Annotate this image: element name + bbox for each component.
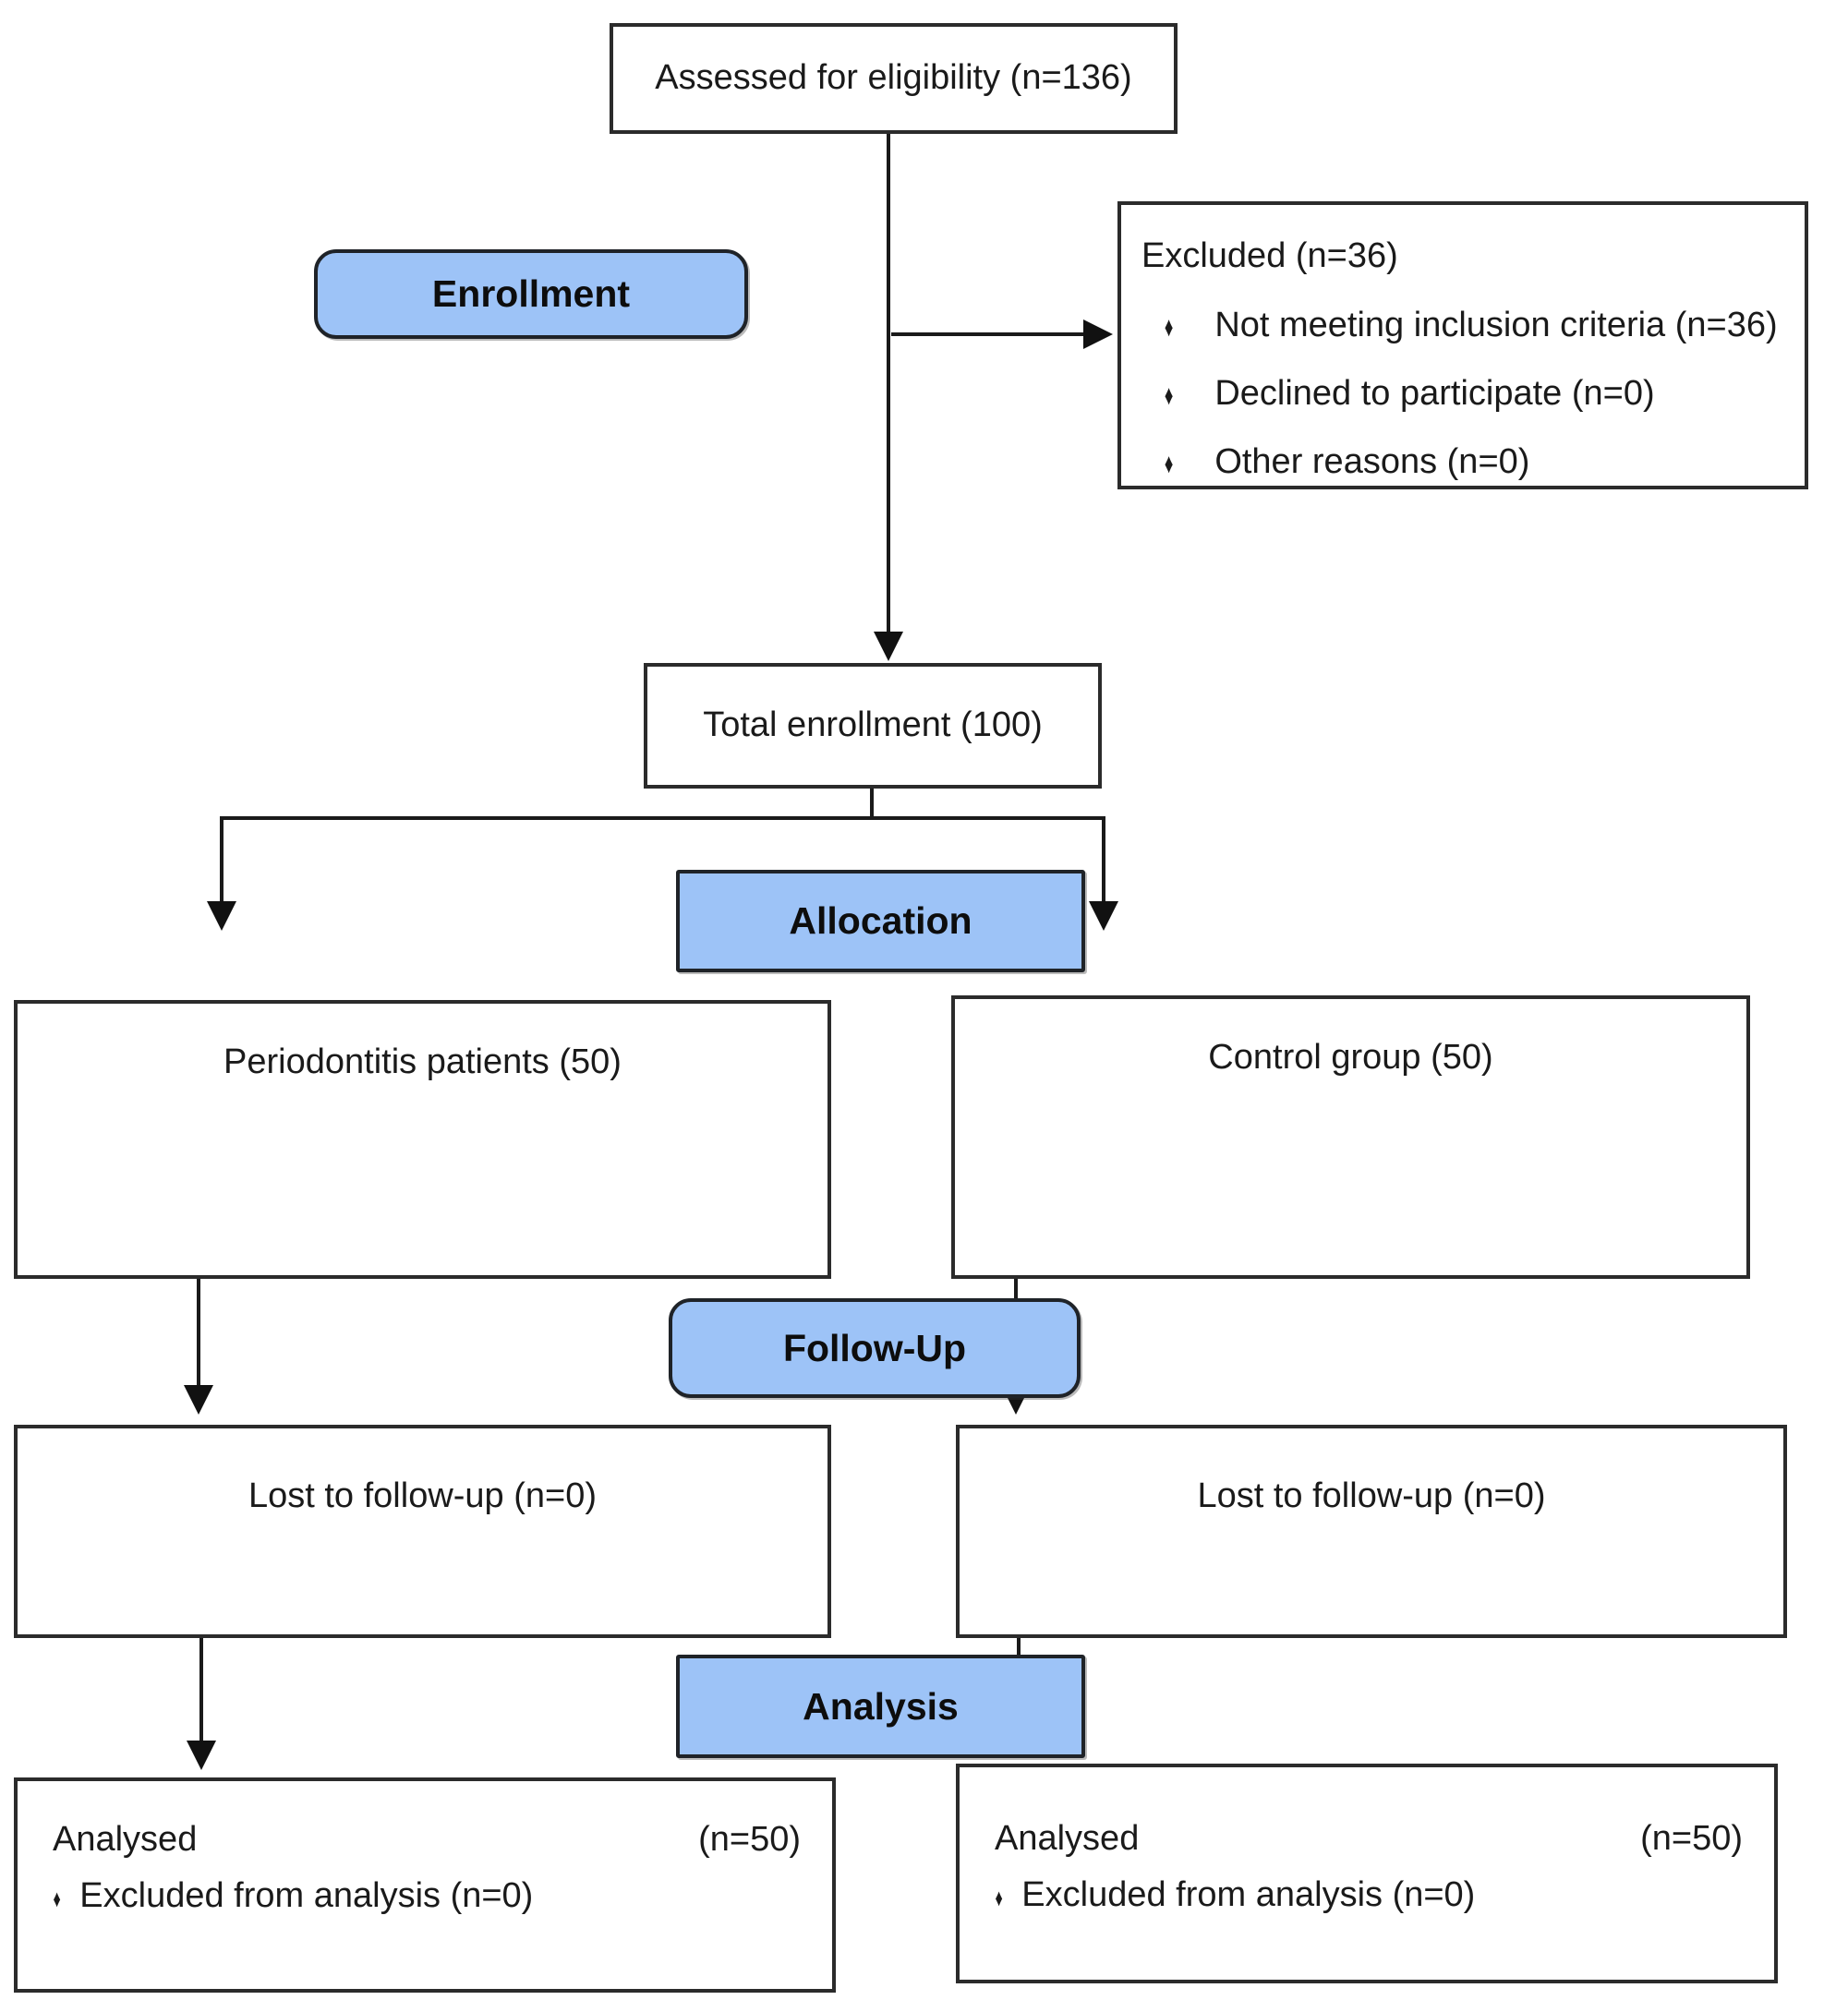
arrowhead-into-periodontitis (207, 901, 236, 931)
arrowhead-into-total-enrollment (874, 632, 903, 661)
diamond-bullet-icon: ♦ (1164, 448, 1174, 479)
total-enrollment-box: Total enrollment (100) (644, 663, 1102, 789)
lost-followup-left-label: Lost to follow-up (n=0) (248, 1476, 598, 1515)
analysed-right-box: Analysed (n=50) ♦ Excluded from analysis… (956, 1764, 1778, 1983)
analysed-right-count: (n=50) (1640, 1819, 1743, 1858)
excluded-box: Excluded (n=36) ♦ Not meeting inclusion … (1117, 201, 1808, 489)
stage-allocation-label: Allocation (789, 899, 972, 942)
diamond-bullet-icon: ♦ (53, 1884, 61, 1912)
connector-lost-to-analysed-left (199, 1638, 203, 1741)
control-group-box: Control group (50) (951, 995, 1750, 1279)
analysed-right-exclusion-text: Excluded from analysis (n=0) (1021, 1874, 1476, 1914)
connector-split-horizontal (222, 816, 1105, 820)
lost-followup-right-box: Lost to follow-up (n=0) (956, 1425, 1787, 1638)
analysed-right-row: Analysed (n=50) (960, 1819, 1774, 1860)
excluded-content: Excluded (n=36) ♦ Not meeting inclusion … (1121, 205, 1805, 485)
analysed-left-label: Analysed (53, 1820, 198, 1859)
stage-banner-followup: Follow-Up (669, 1298, 1081, 1398)
stage-banner-analysis: Analysis (676, 1655, 1085, 1758)
analysed-right-label: Analysed (995, 1819, 1140, 1858)
connector-to-excluded (891, 332, 1085, 336)
excluded-reason-item: ♦ Declined to participate (n=0) (1162, 373, 1788, 416)
diamond-bullet-icon: ♦ (1164, 380, 1174, 411)
analysed-left-count: (n=50) (698, 1820, 801, 1859)
lost-followup-left-box: Lost to follow-up (n=0) (14, 1425, 831, 1638)
periodontitis-group-label: Periodontitis patients (50) (223, 1042, 622, 1081)
arrowhead-into-control (1089, 901, 1118, 931)
excluded-title: Excluded (n=36) (1141, 236, 1398, 275)
control-group-label: Control group (50) (1208, 1038, 1493, 1077)
total-enrollment-label: Total enrollment (100) (703, 705, 1043, 745)
excluded-reason-list: ♦ Not meeting inclusion criteria (n=36) … (1141, 305, 1788, 485)
analysed-left-exclusion: ♦ Excluded from analysis (n=0) (18, 1875, 832, 1919)
stage-banner-enrollment: Enrollment (314, 249, 748, 339)
analysed-right-exclusion: ♦ Excluded from analysis (n=0) (960, 1874, 1774, 1918)
stage-followup-label: Follow-Up (782, 1326, 967, 1369)
excluded-reason-text: Not meeting inclusion criteria (n=36) (1214, 305, 1778, 344)
periodontitis-group-box: Periodontitis patients (50) (14, 1000, 831, 1279)
excluded-reason-text: Other reasons (n=0) (1214, 441, 1530, 481)
lost-followup-right-label: Lost to follow-up (n=0) (1197, 1476, 1546, 1515)
stage-analysis-label: Analysis (803, 1684, 959, 1728)
connector-split-right (1102, 816, 1105, 901)
excluded-reason-item: ♦ Other reasons (n=0) (1162, 441, 1788, 485)
analysed-left-exclusion-text: Excluded from analysis (n=0) (79, 1875, 534, 1915)
excluded-reason-text: Declined to participate (n=0) (1214, 373, 1655, 413)
analysed-left-box: Analysed (n=50) ♦ Excluded from analysis… (14, 1777, 836, 1993)
excluded-reason-item: ♦ Not meeting inclusion criteria (n=36) (1162, 305, 1788, 348)
assessed-eligibility-label: Assessed for eligibility (n=136) (655, 58, 1132, 98)
diamond-bullet-icon: ♦ (1164, 311, 1174, 343)
assessed-eligibility-box: Assessed for eligibility (n=136) (610, 23, 1178, 134)
analysed-left-row: Analysed (n=50) (18, 1820, 832, 1861)
connector-total-stub (870, 789, 874, 818)
connector-assessed-to-total (887, 134, 890, 632)
connector-split-left (220, 816, 223, 901)
connector-periodontitis-to-lost (197, 1279, 200, 1385)
stage-enrollment-label: Enrollment (431, 272, 631, 315)
arrowhead-into-lost-left (184, 1385, 213, 1415)
stage-banner-allocation: Allocation (676, 870, 1085, 972)
diamond-bullet-icon: ♦ (995, 1883, 1003, 1911)
arrowhead-into-excluded (1083, 319, 1113, 349)
arrowhead-into-analysed-left (187, 1741, 216, 1770)
